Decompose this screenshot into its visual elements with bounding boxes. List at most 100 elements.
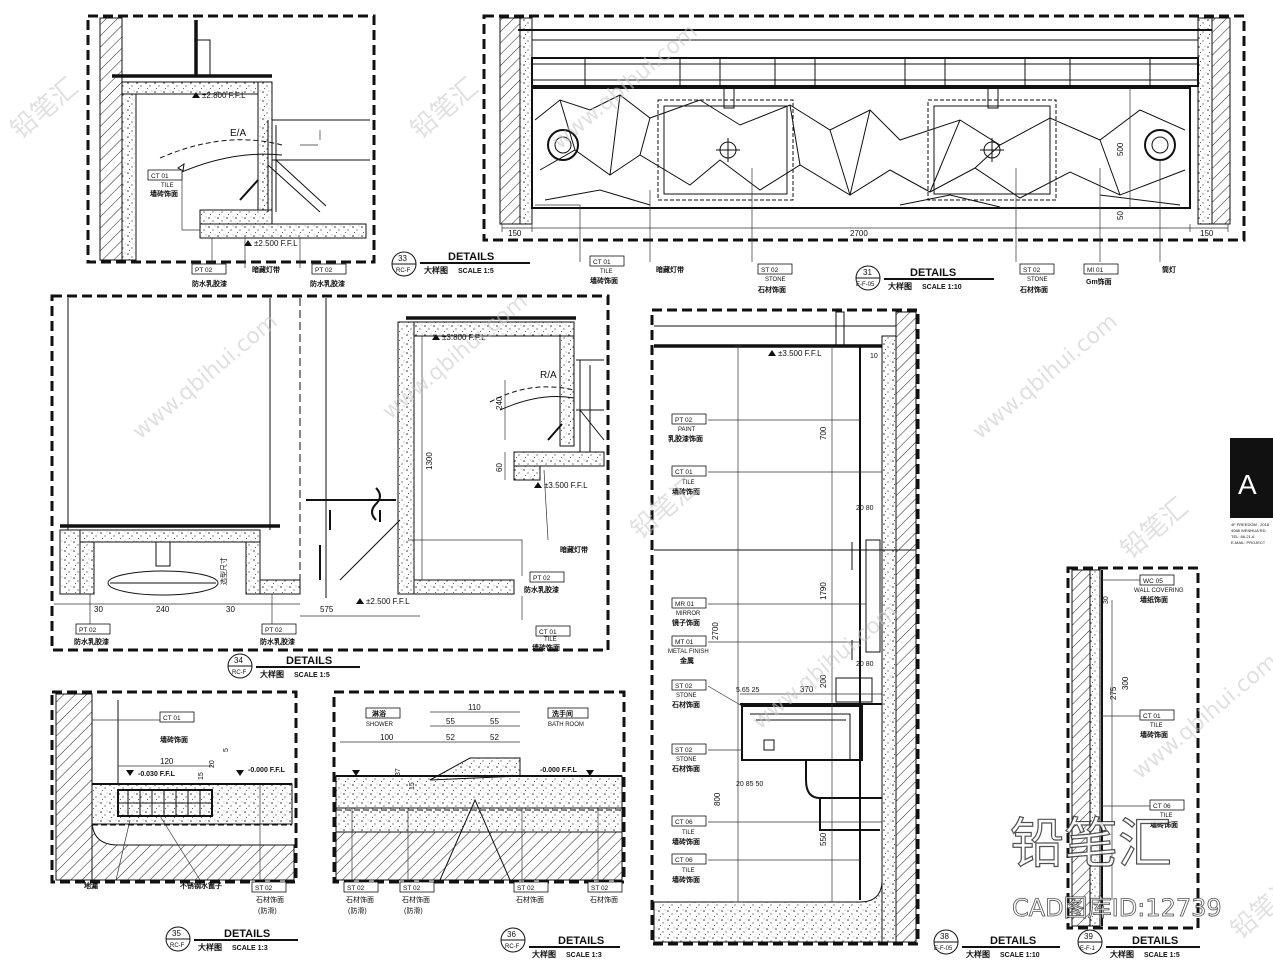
tag-note: (防滑) [258,906,277,915]
watermark-brand: 铅笔汇 [405,72,484,145]
tag-cn: 墙砖饰面 [672,837,700,846]
detail-title: DETAILS [224,928,270,940]
detail-38-panel: 2700 700 1790 200 800 550 370 20 80 20 8… [650,308,1060,959]
dim-label: 55 [490,717,499,726]
tag-cn: 墙砖饰面 [532,643,560,652]
tag-code: CT 01 [539,629,557,636]
detail-subtitle: 大样图 [198,942,222,952]
detail-scale: SCALE 1:5 [458,268,494,275]
detail-num: 33 [398,254,407,263]
lamp-label: 筒灯 [1162,265,1176,274]
dim-label: 200 [819,674,828,688]
tag-code: CT 01 [1143,713,1161,720]
detail-scale: SCALE 1:3 [566,952,602,959]
dim-label: 60 [495,463,504,472]
detail-ref: RC-F [505,944,520,950]
tag-cn: 金属 [679,656,694,665]
tag-code: PT 02 [675,417,693,424]
zone-cn: 淋浴 [372,709,387,718]
tag-cn: 墙砖饰面 [1140,730,1168,739]
detail-title: DETAILS [1132,935,1178,947]
level-label: ±3.500 F.F.L [778,349,822,358]
detail-title: DETAILS [448,251,494,263]
detail-34-panel: 选型尺寸 30 240 30 575 R/A ±3.800 F.F.L ±3.5… [50,294,610,679]
tag-cn: 石材饰面 [346,895,374,904]
steel-label: 不锈钢水篦子 [180,881,222,890]
tag-cn: 防水乳胶漆 [260,637,295,646]
detail-33-panel: E/A ±2.800 F.F.L ±2.500 F.F.L CT 01 TILE… [86,14,530,288]
dim-label: 30 [94,605,103,614]
tag-en: WALL COVERING [1134,588,1184,594]
tag-en: TILE [544,637,557,643]
detail-39-panel: 275 300 30 WC 05 WALL COVERING 墙纸饰面 CT 0… [1066,566,1200,959]
tag-en: TILE [161,183,174,189]
detail-ref: E-F-05 [856,282,875,288]
tag-cn: 墙砖饰面 [672,875,700,884]
led-label: 暗藏灯带 [656,265,684,274]
detail-num: 38 [940,932,949,941]
tag-en: TILE [682,480,695,486]
title-block-line: E-MAIL: PROJECT [1231,540,1266,545]
watermark-text: www.qbihui.com [128,309,283,444]
tag-cn: 防水乳胶漆 [524,585,559,594]
dim-label: 550 [819,832,828,846]
tag-cn: 防水乳胶漆 [74,637,109,646]
detail-num: 35 [172,929,181,938]
dim-label: 2700 [850,229,868,238]
tag-cn: 石材饰面 [256,895,284,904]
detail-subtitle: 大样图 [424,265,448,275]
detail-ref: RC-F [170,943,185,949]
tag-code: MI 01 [1087,267,1104,274]
dim-label: 150 [1200,229,1214,238]
tag-code: PT 02 [533,575,551,582]
zone-cn: 洗手间 [552,709,573,718]
tag-cn: 墙砖饰面 [160,735,188,744]
dim-label: 700 [819,426,828,440]
detail-num: 39 [1084,932,1093,941]
dim-label: 52 [446,733,455,742]
watermark-brand: 铅笔汇 [1225,872,1273,945]
tag-code: PT 02 [315,267,333,274]
title-block-line: TEL: 86-21-6 [1231,534,1255,539]
dim-label: 20 85 50 [736,781,763,788]
tag-code: PT 02 [195,267,213,274]
tag-cn: 石材饰面 [671,700,700,709]
drain-label: 地漏 [84,881,98,890]
tag-en: TILE [1150,723,1163,729]
tag-cn: 墙砖饰面 [1150,820,1178,829]
tag-code: ST 02 [403,885,421,892]
tag-code: CT 01 [163,715,181,722]
tag-code: CT 06 [675,819,693,826]
level-label: ±2.500 F.F.L [366,597,410,606]
title-block-logo: A 4F FREEDOM , 2018 4088 WENHUA RD, TEL:… [1230,438,1273,545]
tag-cn: 防水乳胶漆 [192,279,227,288]
detail-num: 34 [234,656,243,665]
dim-label: 20 [209,760,216,768]
level-label: -0.000 F.F.L [248,767,286,774]
dim-label: 2700 [711,622,720,640]
tag-code: ST 02 [591,885,609,892]
tag-code: CT 01 [593,259,611,266]
tag-cn: 乳胶漆饰面 [668,434,703,443]
tag-code: ST 02 [255,885,273,892]
detail-ref: E-F-1 [1080,946,1096,952]
watermark-brand: 铅笔汇 [5,72,84,145]
ra-label: R/A [540,370,557,381]
detail-31-panel: 150 2700 150 500 50 CT 01 TILE 墙砖饰面 暗藏灯带… [482,14,1246,294]
tag-code: CT 06 [675,857,693,864]
detail-ref: RC-F [396,268,411,274]
tag-cn: 镜子饰面 [672,618,700,627]
tag-note: (防滑) [404,906,423,915]
detail-num: 36 [507,930,516,939]
detail-scale: SCALE 1:3 [232,945,268,952]
detail-scale: SCALE 1:10 [922,284,962,291]
dim-label: 55 [446,717,455,726]
dim-label: 10 [870,353,878,360]
detail-35-panel: CT 01 墙砖饰面 120 15 20 5 -0.030 F.F.L -0.0… [50,690,298,952]
detail-title: DETAILS [910,267,956,279]
watermark-brand-large: 铅笔汇 [1010,812,1172,875]
tag-cn: 石材饰面 [757,285,786,294]
tag-cn: 墙纸饰面 [1140,595,1168,604]
dim-label: 150 [508,229,522,238]
